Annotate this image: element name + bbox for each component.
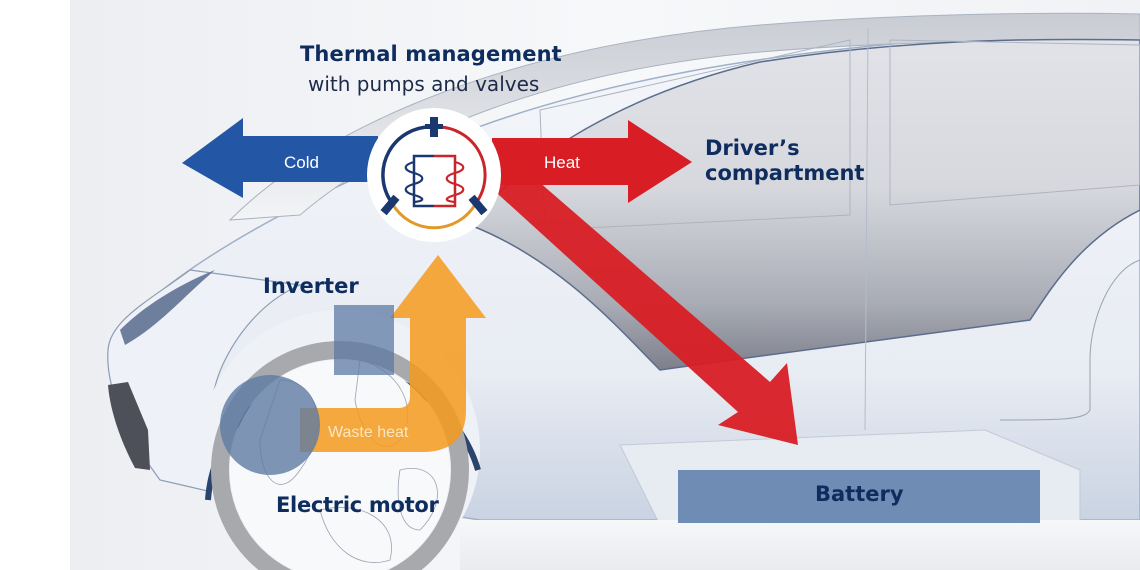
- electric-motor-label: Electric motor: [276, 493, 439, 517]
- diagram-subtitle: with pumps and valves: [308, 72, 540, 96]
- electric-motor-shape: [220, 375, 320, 475]
- thermal-unit-bg: [367, 108, 501, 242]
- inverter-label: Inverter: [263, 274, 359, 298]
- rear-arch-line: [999, 259, 1140, 421]
- heat-arrow: [492, 120, 692, 203]
- diagram-title: Thermal management: [300, 42, 562, 66]
- ground-shadow: [460, 520, 1140, 570]
- drivers-compartment-label-line1: Driver’s: [705, 136, 800, 160]
- battery-heat-arrow: [488, 162, 798, 445]
- cold-label: Cold: [284, 153, 319, 172]
- front-grille: [108, 382, 150, 470]
- drivers-compartment-label-line2: compartment: [705, 161, 865, 185]
- rear-window-frame: [889, 39, 1140, 206]
- door-seam: [864, 27, 869, 431]
- heat-label: Heat: [544, 153, 580, 172]
- waste-heat-label: Waste heat: [328, 424, 409, 441]
- heat-exchanger-icon: [380, 117, 488, 230]
- inverter-box: [334, 305, 394, 375]
- battery-box: [678, 470, 1040, 523]
- headlight: [120, 270, 215, 345]
- left-margin: [0, 0, 70, 570]
- waste-heat-arrow: [300, 255, 486, 452]
- front-bumper: [107, 269, 303, 496]
- battery-label: Battery: [815, 482, 904, 506]
- cold-arrow: [182, 118, 378, 198]
